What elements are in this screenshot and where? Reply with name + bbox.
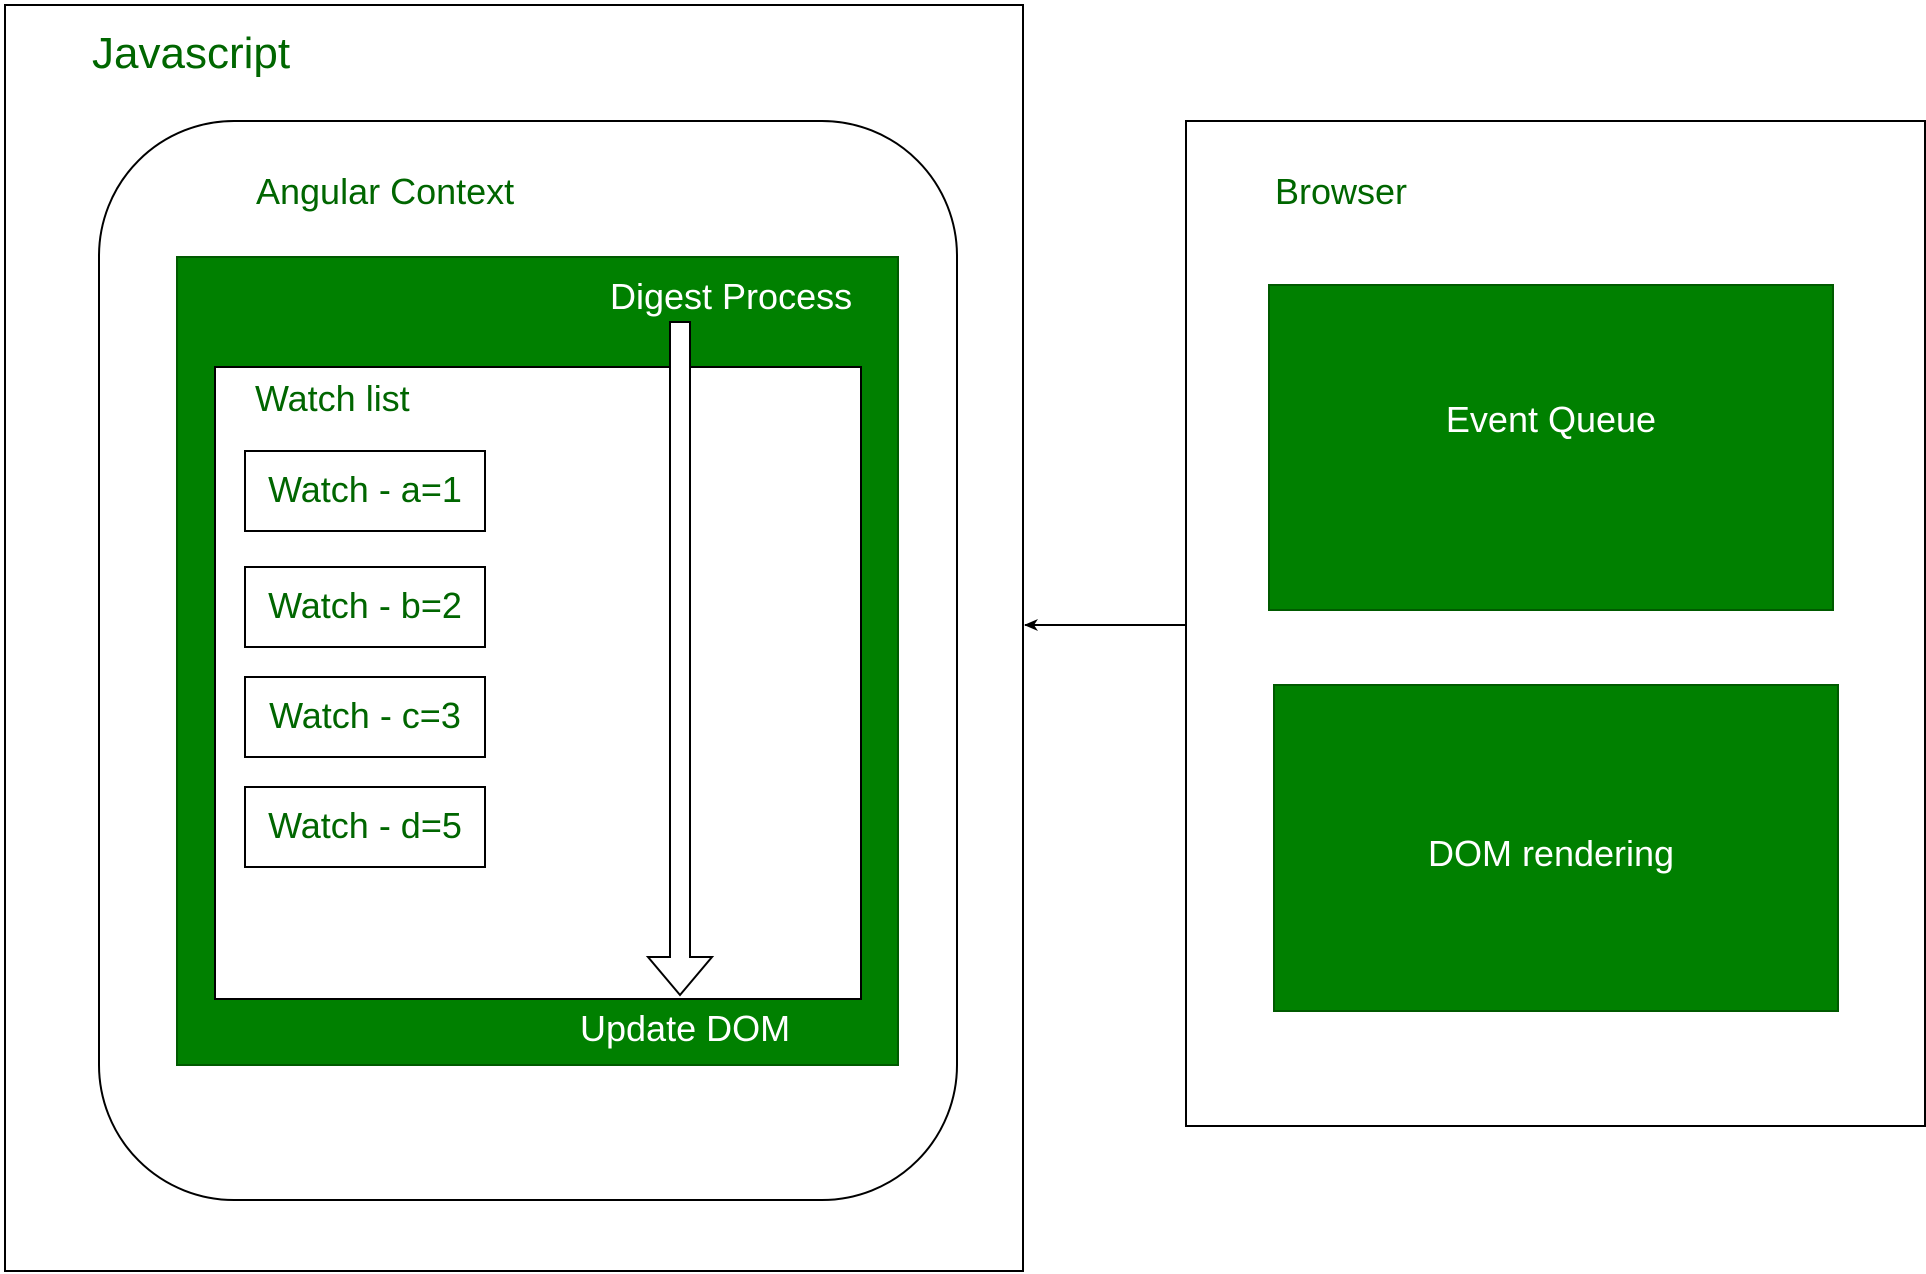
dom-rendering: DOM rendering — [1273, 684, 1839, 1012]
dom-rendering-box — [1273, 684, 1839, 1012]
watch-list: Watch list Watch - a=1 Watch - b=2 Watch… — [214, 366, 862, 1000]
dom-rendering-label: DOM rendering — [1428, 833, 1674, 874]
browser-title: Browser — [1275, 171, 1407, 212]
watch-item-box — [244, 566, 486, 648]
watch-item: Watch - a=1 — [244, 450, 486, 532]
watch-item: Watch - b=2 — [244, 566, 486, 648]
update-dom-label: Update DOM — [580, 1008, 790, 1049]
watch-item-label: Watch - a=1 — [268, 469, 462, 510]
browser-container: Browser Event Queue DOM rendering — [1185, 120, 1926, 1127]
digest-process-title: Digest Process — [610, 276, 852, 317]
event-queue-label: Event Queue — [1446, 399, 1656, 440]
event-queue: Event Queue — [1268, 284, 1834, 611]
watch-item: Watch - d=5 — [244, 786, 486, 868]
digest-flow-arrow — [645, 321, 715, 997]
watch-list-title: Watch list — [255, 378, 410, 419]
watch-item: Watch - c=3 — [244, 676, 486, 758]
angular-context-title: Angular Context — [256, 171, 514, 212]
event-queue-box — [1268, 284, 1834, 611]
watch-item-label: Watch - d=5 — [268, 805, 462, 846]
javascript-title: Javascript — [92, 29, 290, 78]
watch-item-label: Watch - b=2 — [268, 585, 462, 626]
watch-item-label: Watch - c=3 — [269, 695, 461, 736]
watch-item-box — [244, 676, 486, 758]
watch-item-box — [244, 450, 486, 532]
watch-item-box — [244, 786, 486, 868]
